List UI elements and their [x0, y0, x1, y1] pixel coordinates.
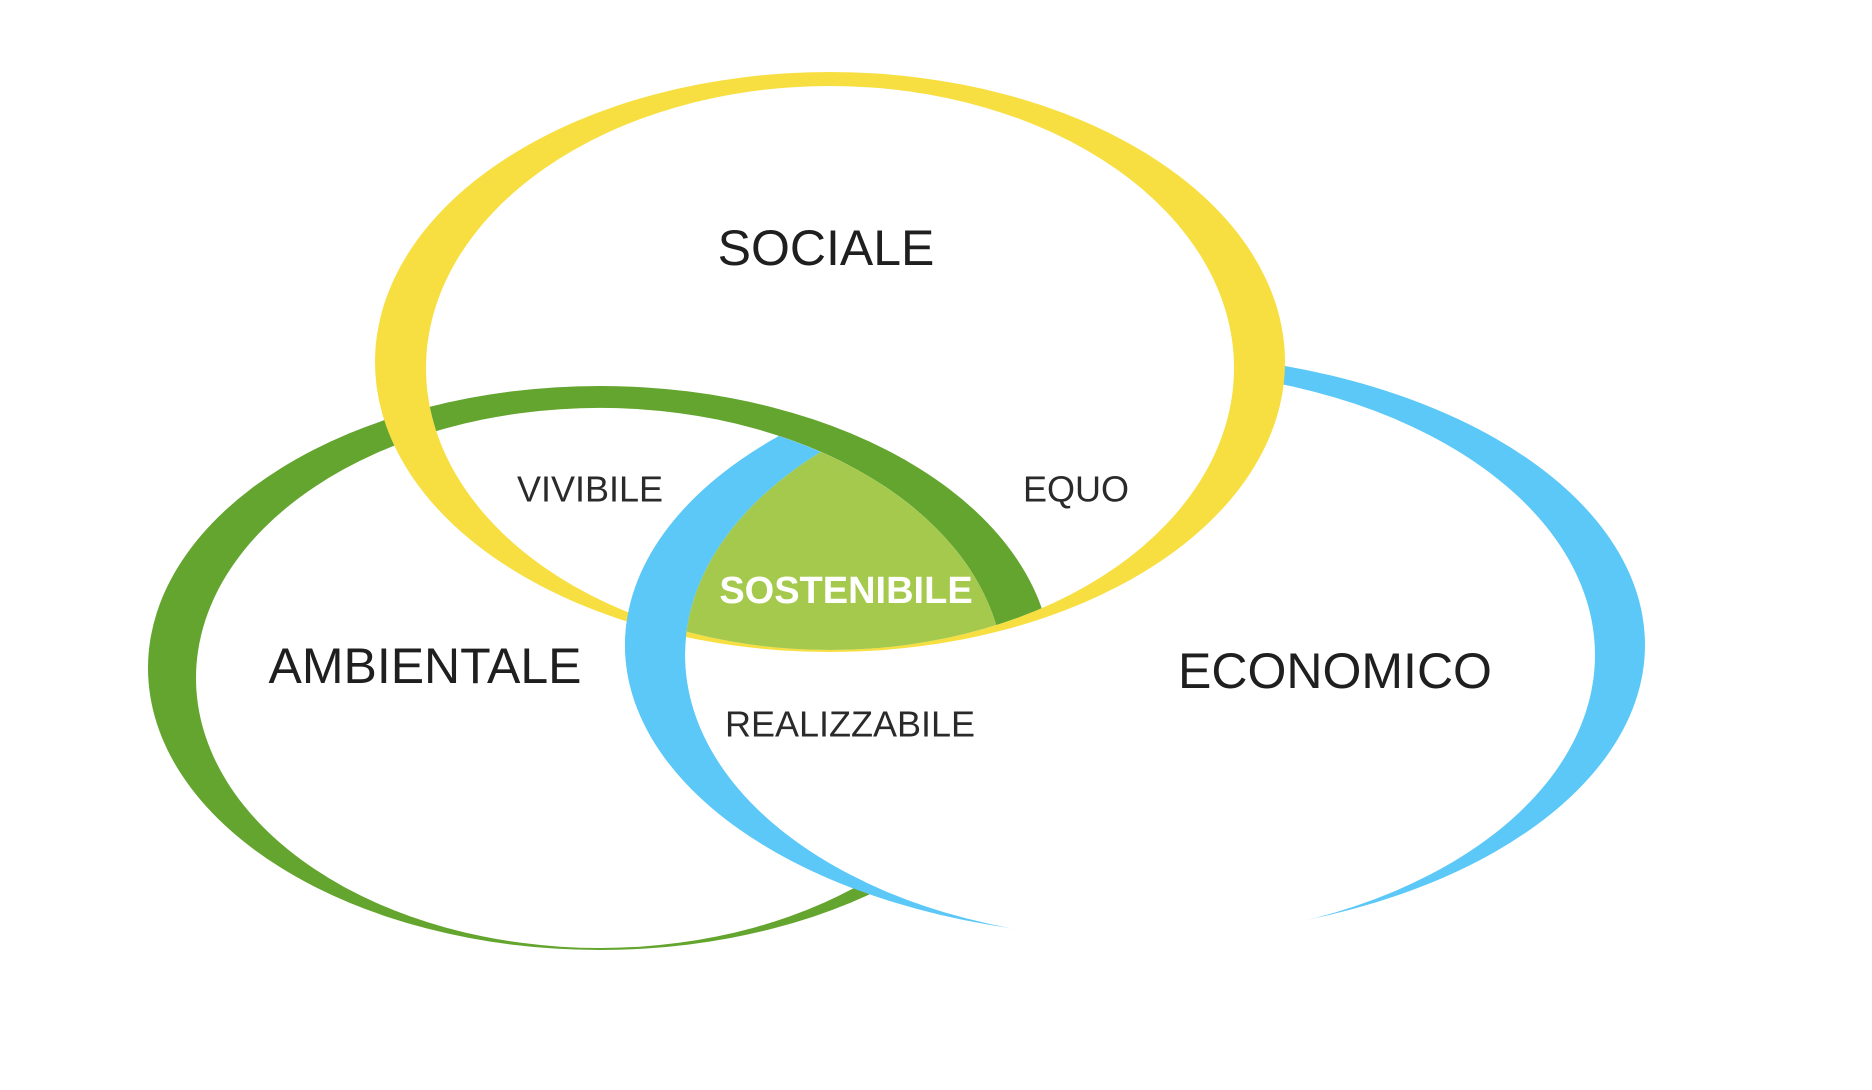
label-environmental-economic: REALIZZABILE: [725, 704, 975, 745]
ring-social: [375, 72, 1285, 652]
ring-social-inner: [426, 86, 1234, 650]
label-social-environmental: VIVIBILE: [517, 469, 663, 510]
label-social: SOCIALE: [718, 220, 935, 276]
label-all: SOSTENIBILE: [719, 570, 972, 612]
label-economic: ECONOMICO: [1178, 643, 1492, 699]
label-environmental: AMBIENTALE: [268, 638, 581, 694]
label-social-economic: EQUO: [1023, 469, 1129, 510]
